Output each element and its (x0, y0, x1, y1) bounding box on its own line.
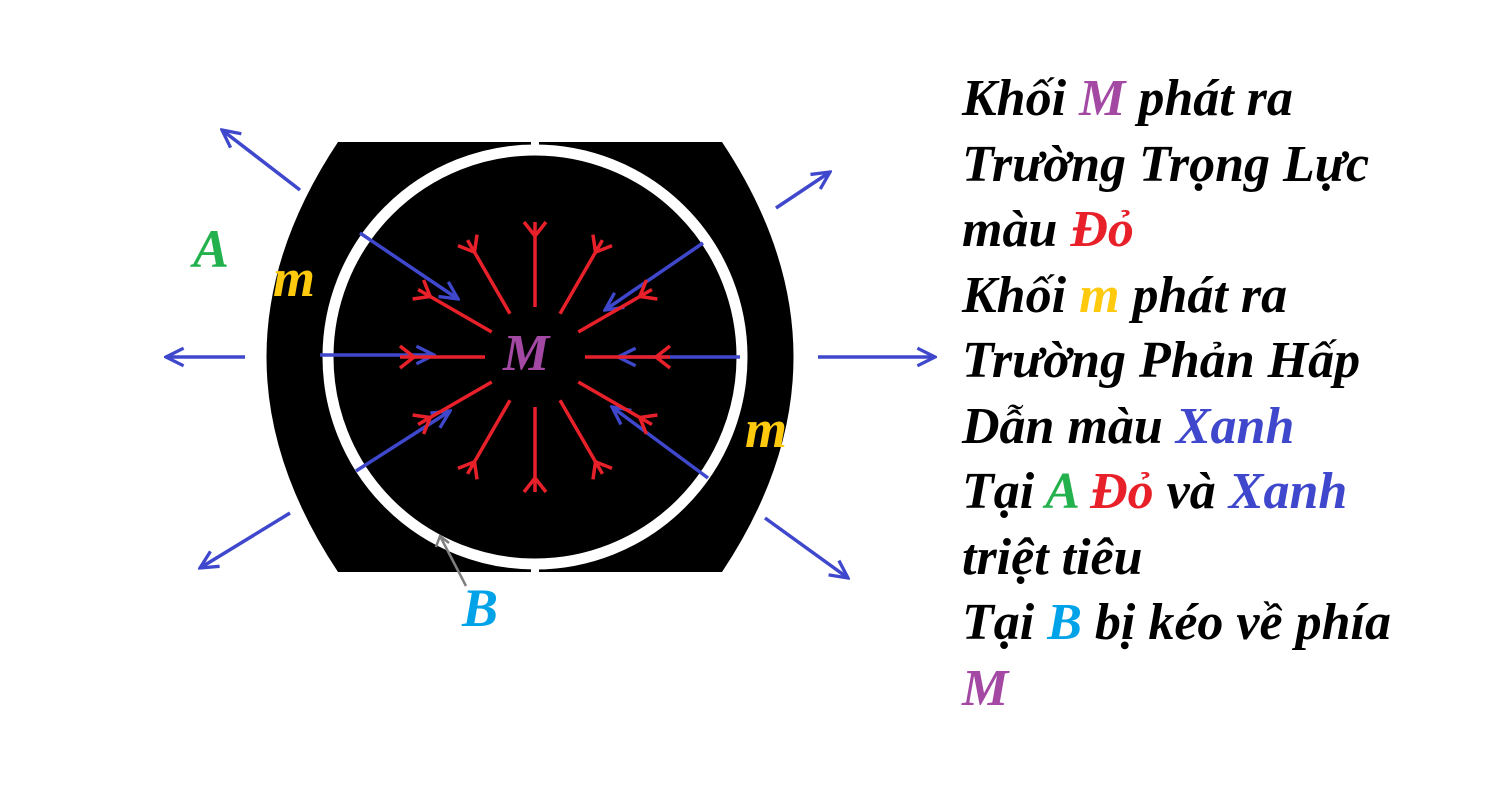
red-field-fork (457, 459, 479, 480)
outward-blue-arrows (166, 130, 935, 578)
explanation-segment: Xanh (1228, 463, 1348, 520)
explanation-line: Trường Trọng Lực (962, 132, 1492, 198)
explanation-line: M (962, 656, 1492, 722)
explanation-segment: triệt tiêu (962, 528, 1143, 586)
red-field-fork (591, 234, 613, 255)
red-field-fork (412, 413, 433, 435)
explanation-line: Khối M phát ra (962, 66, 1492, 132)
explanation-line: Tại A Đỏ và Xanh (962, 459, 1492, 525)
explanation-segment: Trường Trọng Lực (962, 135, 1370, 193)
label-a: A (190, 219, 229, 279)
red-field-fork (637, 413, 658, 435)
blue-arrow (605, 241, 704, 310)
red-field-fork (591, 459, 613, 480)
label-m-top: m (273, 248, 315, 308)
blue-arrow (763, 516, 848, 578)
red-field-fork (522, 475, 548, 494)
explanation-segment: Tại (962, 594, 1048, 651)
explanation-segment: B (1047, 594, 1082, 651)
blue-arrow (355, 411, 450, 473)
outer-mass-m (266, 142, 794, 572)
blue-arrow (359, 231, 458, 299)
explanation-line: Tại B bị kéo về phía (962, 590, 1492, 656)
explanation-segment: phát ra (1119, 266, 1288, 324)
red-field-fork (457, 234, 479, 255)
explanation-segment (1077, 463, 1090, 520)
blue-arrow (200, 511, 291, 568)
explanation-segment: Dẫn màu (962, 397, 1176, 455)
explanation-segment: M (962, 659, 1009, 717)
boundary-ring-b (322, 144, 748, 570)
explanation-segment: bị kéo về phía (1081, 594, 1391, 651)
explanation-segment: m (1079, 266, 1120, 324)
blue-arrow (222, 130, 302, 192)
red-field-fork (653, 344, 672, 370)
explanation-segment: Tại (962, 463, 1046, 520)
red-gravity-field-lines (398, 220, 672, 494)
explanation-segment: A (1045, 463, 1078, 520)
explanation-segment: Khối (962, 70, 1080, 127)
b-pointer-line (438, 535, 468, 587)
explanation-segment: và (1153, 463, 1229, 520)
explanation-segment: màu (962, 201, 1071, 258)
b-pointer-head (434, 533, 450, 548)
label-big-m: M (502, 325, 551, 382)
label-m-bottom: m (745, 399, 787, 459)
inward-blue-arrows (320, 231, 740, 480)
explanation-line: màu Đỏ (962, 197, 1492, 263)
explanation-line: Dẫn màu Xanh (962, 394, 1492, 460)
red-field-fork (412, 279, 433, 301)
red-field-fork (398, 344, 417, 370)
explanation-segment: Đỏ (1070, 201, 1134, 258)
explanation-line: triệt tiêu (962, 525, 1492, 591)
explanation-segment: Xanh (1175, 397, 1295, 455)
explanation-segment: phát ra (1125, 70, 1293, 127)
label-b: B (461, 578, 498, 638)
explanation-segment: Trường Phản Hấp (962, 332, 1361, 389)
explanation-segment: Đỏ (1090, 463, 1154, 520)
explanation-segment: Khối (962, 266, 1080, 324)
explanation-segment: M (1079, 70, 1126, 127)
explanation-line: Trường Phản Hấp (962, 328, 1492, 394)
blue-arrow (612, 407, 710, 480)
red-field-fork (637, 279, 658, 301)
blue-arrow (775, 172, 830, 210)
red-field-fork (522, 220, 548, 239)
explanation-line: Khối m phát ra (962, 263, 1492, 329)
